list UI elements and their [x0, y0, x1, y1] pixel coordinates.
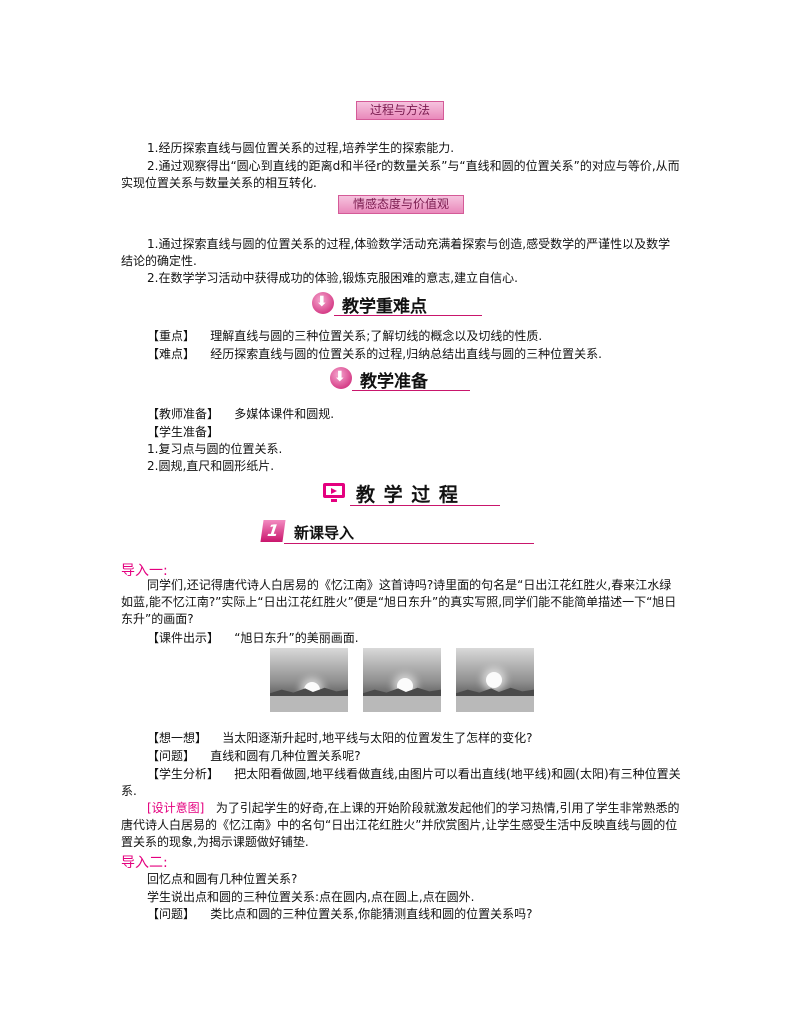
think-text: 当太阳逐渐升起时,地平线与太阳的位置发生了怎样的变化? [222, 731, 533, 745]
down-arrow-circle-icon: ⬇ [330, 367, 352, 389]
intro1-label: 导入一: [121, 563, 168, 579]
question-line: 【问题】 直线和圆有几种位置关系呢? [147, 748, 667, 765]
section-tag-emotion: 情感态度与价值观 [338, 195, 464, 214]
heading-rule [334, 315, 482, 316]
step-number-badge: 1 [260, 520, 286, 542]
design-text: 为了引起学生的好奇,在上课的开始阶段就激发起他们的学习热情,引用了学生非常熟悉的… [121, 801, 680, 849]
monitor-icon [323, 483, 345, 502]
think-label: 【想一想】 [147, 731, 208, 745]
process-title: 教 学 过 程 [356, 484, 459, 506]
intro2-line-2: 学生说出点和圆的三种位置关系:点在圆内,点在圆上,点在圆外. [147, 890, 475, 904]
difficulty-label: 【难点】 [147, 347, 196, 361]
show-line: 【课件出示】 “旭日东升”的美丽画面. [147, 630, 667, 647]
question-label: 【问题】 [147, 749, 196, 763]
think-line: 【想一想】 当太阳逐渐升起时,地平线与太阳的位置发生了怎样的变化? [147, 730, 667, 747]
section-heading-key-points: ⬇ 教学重难点 [312, 292, 482, 317]
analysis-text: 把太阳看做圆,地平线看做直线,由图片可以看出直线(地平线)和圆(太阳)有三种位置… [121, 767, 681, 798]
intro2-label: 导入二: [121, 855, 168, 871]
focus-line: 【重点】 理解直线与圆的三种位置关系;了解切线的概念以及切线的性质. [147, 328, 667, 345]
section-tag-process-method: 过程与方法 [356, 101, 444, 120]
heading-rule [350, 505, 500, 506]
student-prep-item-1: 1.复习点与圆的位置关系. [147, 442, 283, 456]
emotion-item-2: 2.在数学学习活动中获得成功的体验,锻炼克服困难的意志,建立自信心. [147, 271, 518, 285]
subheading-new-lesson: 1 新课导入 [260, 520, 536, 544]
section-heading-process: 教 学 过 程 [322, 480, 502, 506]
analysis-line: 【学生分析】 把太阳看做圆,地平线看做直线,由图片可以看出直线(地平线)和圆(太… [121, 766, 681, 800]
question-text: 直线和圆有几种位置关系呢? [210, 749, 361, 763]
process-method-item-2: 2.通过观察得出“圆心到直线的距离d和半径r的数量关系”与“直线和圆的位置关系”… [121, 159, 680, 190]
emotion-item-1: 1.通过探索直线与圆的位置关系的过程,体验数学活动充满着探索与创造,感受数学的严… [121, 237, 671, 268]
student-prep-label: 【学生准备】 [147, 425, 220, 439]
new-lesson-title: 新课导入 [294, 524, 355, 542]
sunrise-image-3 [456, 648, 534, 712]
heading-rule [284, 543, 534, 544]
key-points-title: 教学重难点 [342, 297, 427, 317]
teacher-text: 多媒体课件和圆规. [234, 407, 335, 421]
sunrise-image-1 [270, 648, 348, 712]
teacher-prep-line: 【教师准备】 多媒体课件和圆规. [147, 406, 667, 423]
section-heading-preparation: ⬇ 教学准备 [330, 367, 470, 392]
intro2-question-label: 【问题】 [147, 907, 196, 921]
design-intent: [设计意图] 为了引起学生的好奇,在上课的开始阶段就激发起他们的学习热情,引用了… [121, 800, 681, 851]
show-label: 【课件出示】 [147, 631, 220, 645]
intro2-question-text: 类比点和圆的三种位置关系,你能猜测直线和圆的位置关系吗? [210, 907, 533, 921]
preparation-title: 教学准备 [360, 372, 428, 392]
teacher-label: 【教师准备】 [147, 407, 220, 421]
down-arrow-circle-icon: ⬇ [312, 292, 334, 314]
heading-rule [352, 390, 470, 391]
student-prep-item-2: 2.圆规,直尺和圆形纸片. [147, 459, 275, 473]
analysis-label: 【学生分析】 [147, 767, 220, 781]
sunrise-image-2 [363, 648, 441, 712]
process-method-item-1: 1.经历探索直线与圆位置关系的过程,培养学生的探索能力. [147, 141, 455, 155]
show-text: “旭日东升”的美丽画面. [234, 631, 359, 645]
design-label: [设计意图] [147, 801, 205, 815]
focus-text: 理解直线与圆的三种位置关系;了解切线的概念以及切线的性质. [210, 329, 543, 343]
difficulty-text: 经历探索直线与圆的位置关系的过程,归纳总结出直线与圆的三种位置关系. [210, 347, 602, 361]
difficulty-line: 【难点】 经历探索直线与圆的位置关系的过程,归纳总结出直线与圆的三种位置关系. [147, 346, 667, 363]
intro2-line-1: 回忆点和圆有几种位置关系? [147, 872, 298, 886]
intro2-question-line: 【问题】 类比点和圆的三种位置关系,你能猜测直线和圆的位置关系吗? [147, 906, 667, 923]
intro1-paragraph: 同学们,还记得唐代诗人白居易的《忆江南》这首诗吗?诗里面的句名是“日出江花红胜火… [121, 578, 677, 626]
focus-label: 【重点】 [147, 329, 196, 343]
